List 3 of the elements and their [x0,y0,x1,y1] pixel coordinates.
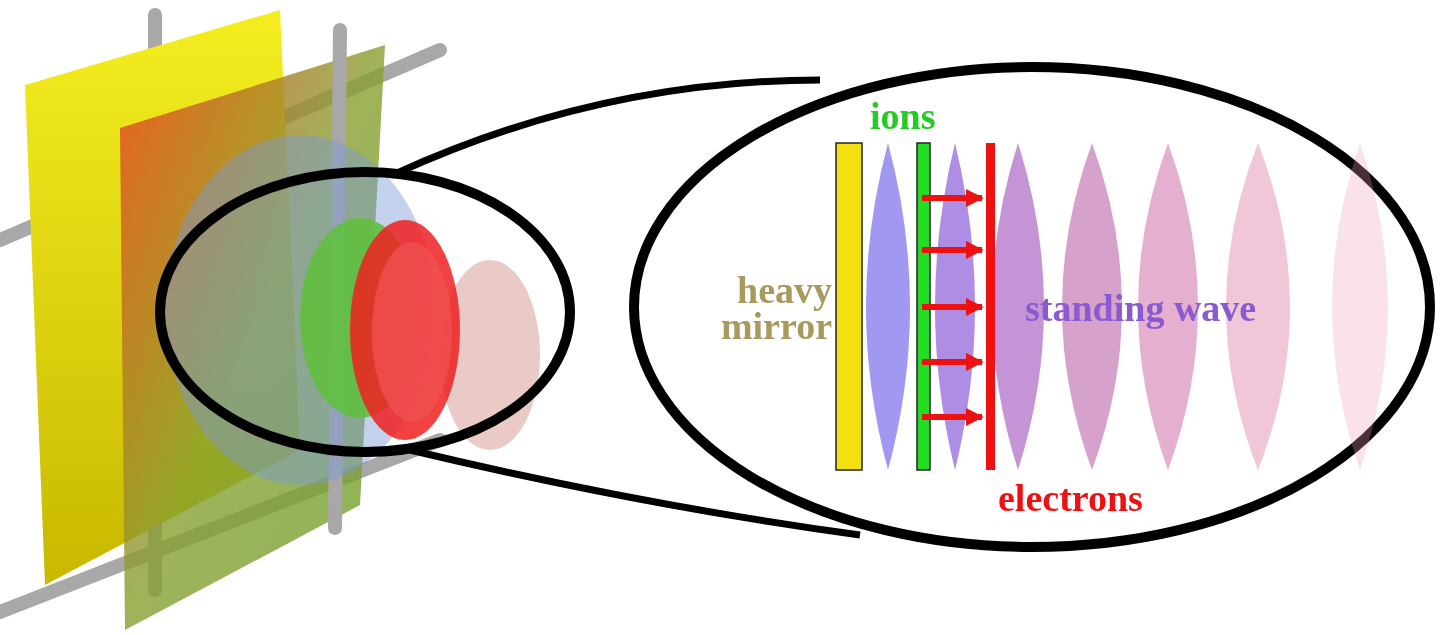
layer-label: electrons [998,480,1143,516]
layer-label: ions [870,98,936,134]
layer-label: heavy mirror [719,272,832,344]
